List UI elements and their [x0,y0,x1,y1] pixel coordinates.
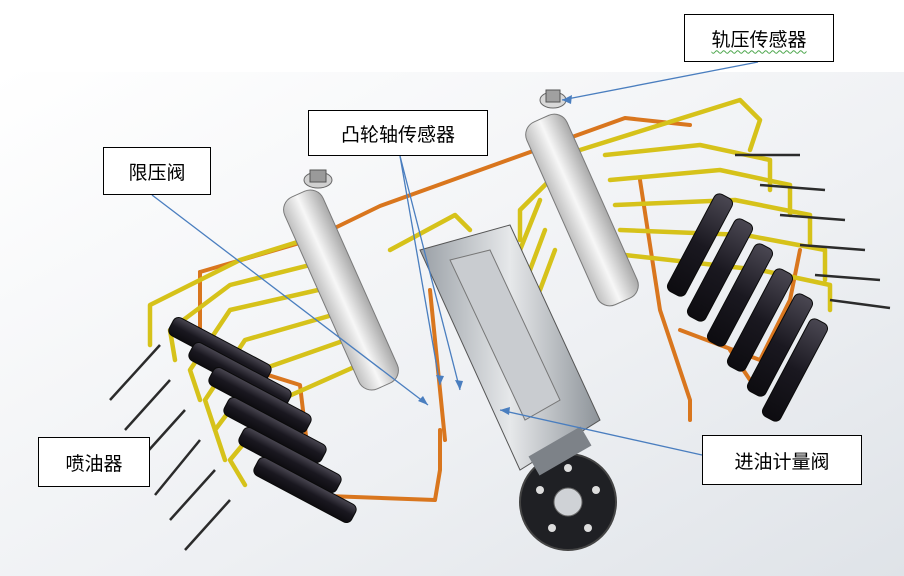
left-injectors [168,316,357,524]
leader-camshaft-sensor-2 [399,155,441,386]
callout-pressure-limit-valve: 限压阀 [103,147,211,195]
callout-camshaft-sensor: 凸轮轴传感器 [308,110,488,156]
left-common-rail [283,169,399,391]
leader-lines [151,61,759,456]
left-injector-cables [109,344,231,551]
right-injector-cables [735,153,891,310]
right-common-rail [525,89,639,307]
callout-injector: 喷油器 [38,437,150,487]
leader-arrowheads [418,95,572,415]
label-camshaft-sensor: 凸轮轴传感器 [340,123,455,146]
label-fuel-metering-valve: 进油计量阀 [734,450,830,473]
label-injector: 喷油器 [65,452,123,475]
leader-metering-valve [499,409,703,456]
callout-rail-pressure-sensor: 轨压传感器 [684,14,834,62]
leader-rail-sensor [561,61,759,101]
label-rail-pressure-sensor: 轨压传感器 [711,28,807,51]
label-pressure-limit-valve: 限压阀 [128,161,186,184]
leader-camshaft-sensor [399,155,461,391]
leader-limit-valve [151,194,429,406]
high-pressure-pump [419,224,617,551]
right-injectors [666,193,829,422]
callout-fuel-metering-valve: 进油计量阀 [702,435,862,485]
